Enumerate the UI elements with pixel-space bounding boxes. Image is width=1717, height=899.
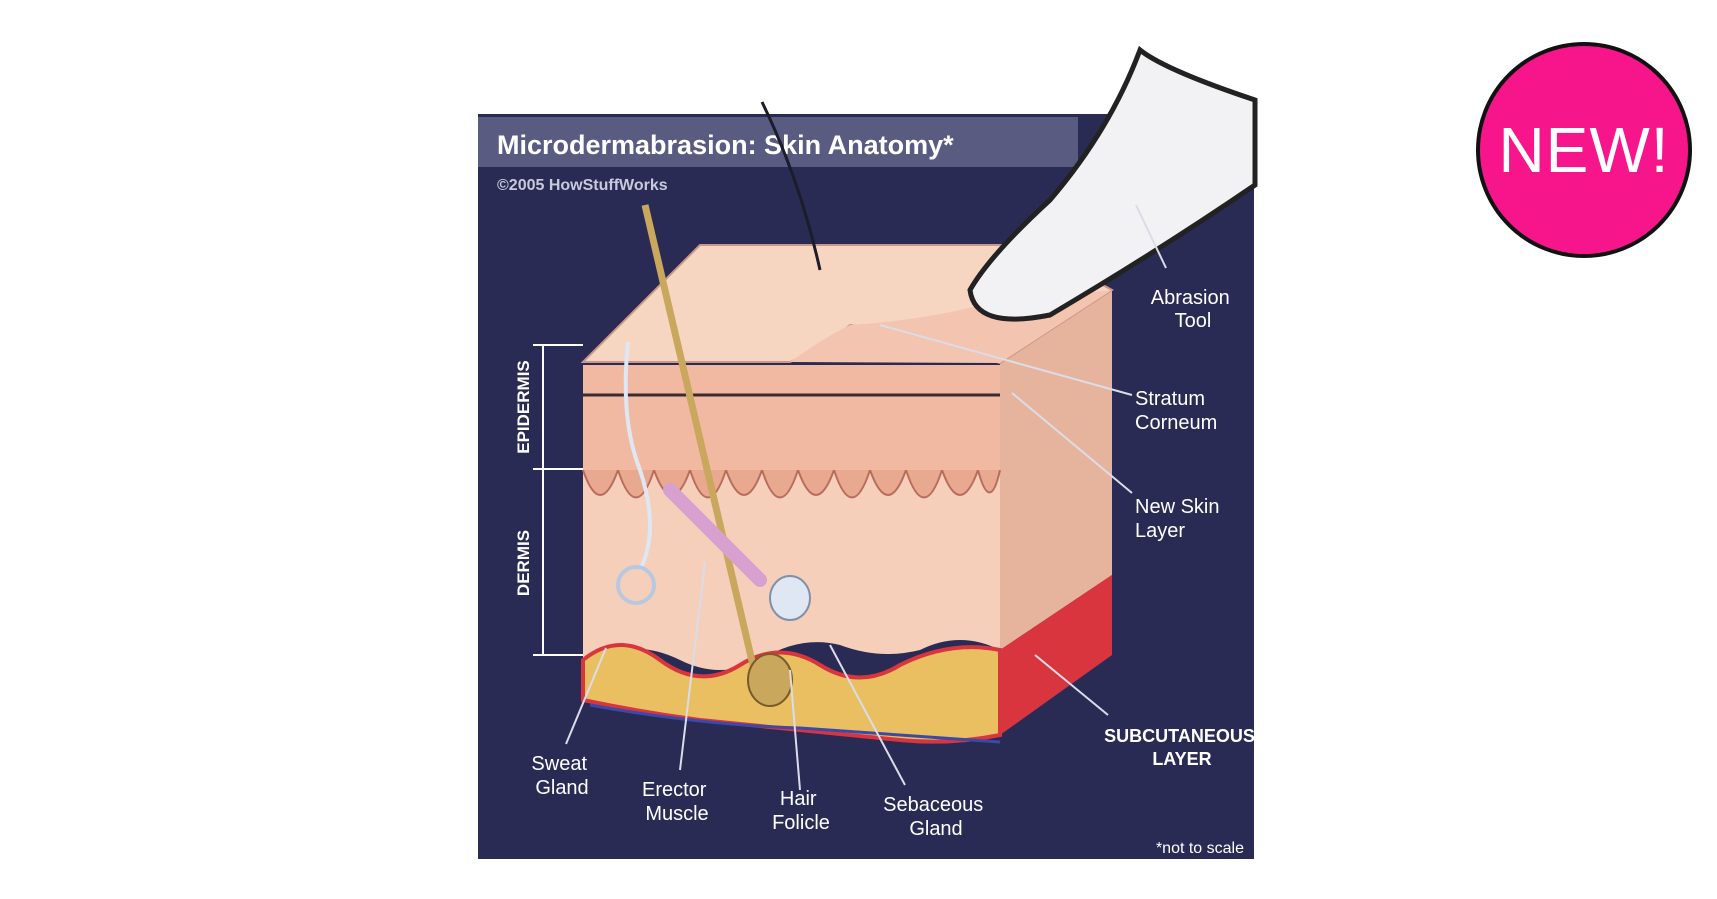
sebaceous-gland-label-line-1: Sebaceous (883, 794, 983, 816)
hair-folicle-bulb (747, 653, 793, 707)
sebaceous-gland-label: Sebaceous Gland (883, 794, 989, 840)
hair-folicle-label-line-2: Folicle (772, 812, 830, 834)
sweat-gland-label: Sweat Gland (531, 753, 592, 799)
abrasion-tool-label: Abrasion Tool (1151, 287, 1236, 332)
hair-folicle-label-line-1: Hair (780, 788, 817, 810)
sweat-gland-label-line-1: Sweat (531, 753, 587, 775)
subcutaneous-right-face (1000, 575, 1112, 735)
abrasion-tool-shape (967, 45, 1258, 322)
stratum-corneum-label-line-1: Stratum (1135, 388, 1205, 410)
hair-shaft (641, 204, 764, 696)
hair-folicle-label: Hair Folicle (772, 788, 830, 834)
new-badge-label: NEW! (1498, 114, 1670, 186)
sweat-gland-coil (616, 565, 656, 605)
erector-muscle-label: Erector Muscle (642, 779, 712, 825)
new-skin-layer-label-line-1: New Skin (1135, 496, 1219, 518)
new-badge: NEW! (1476, 42, 1692, 258)
leader-sweat-gland (565, 647, 607, 745)
subcutaneous-layer-label-line-1: SUBCUTANEOUS (1104, 726, 1255, 746)
leader-new-skin (1011, 392, 1133, 494)
leader-hair-folicle (789, 669, 801, 791)
diagram-title: Microdermabrasion: Skin Anatomy* (497, 130, 954, 160)
footnote-text: *not to scale (1156, 840, 1244, 857)
erector-muscle-label-line-2: Muscle (645, 803, 708, 825)
leader-subcutaneous (1034, 654, 1109, 716)
abrasion-tool-label-line-2: Tool (1175, 310, 1212, 332)
dermis-label: DERMIS (514, 530, 533, 596)
leader-sebaceous-gland (829, 644, 906, 786)
new-skin-layer-label-line-2: Layer (1135, 520, 1185, 542)
leader-erector-muscle (679, 561, 706, 771)
stratum-corneum-label: Stratum Corneum (1135, 388, 1217, 434)
sebaceous-gland-label-line-2: Gland (909, 818, 962, 840)
sweat-gland-duct (623, 341, 652, 571)
blood-vessel (589, 703, 1001, 744)
subcutaneous-layer-label-line-2: LAYER (1152, 749, 1211, 769)
erector-muscle-shape (663, 483, 767, 587)
skin-block-right-face (1000, 290, 1112, 650)
stratum-corneum-label-line-2: Corneum (1135, 412, 1217, 434)
title-bar (478, 117, 1078, 167)
new-skin-layer-label: New Skin Layer (1135, 496, 1225, 542)
leader-lines (565, 204, 1167, 791)
hair-strand-top (760, 101, 822, 271)
dermis-layer (583, 470, 1000, 670)
sweat-gland-label-line-2: Gland (535, 777, 588, 799)
leader-abrasion-tool (1135, 204, 1167, 269)
epidermis-layer (583, 365, 1000, 470)
sebaceous-gland-shape (769, 575, 811, 621)
erector-muscle-label-line-1: Erector (642, 779, 707, 801)
copyright-text: ©2005 HowStuffWorks (497, 177, 668, 194)
subcutaneous-layer-label: SUBCUTANEOUS LAYER (1104, 726, 1260, 769)
leader-stratum-corneum (879, 324, 1133, 396)
epidermis-label: EPIDERMIS (514, 360, 533, 454)
abrasion-tool-label-line-1: Abrasion (1151, 287, 1230, 309)
dermal-papillae (582, 466, 1001, 499)
